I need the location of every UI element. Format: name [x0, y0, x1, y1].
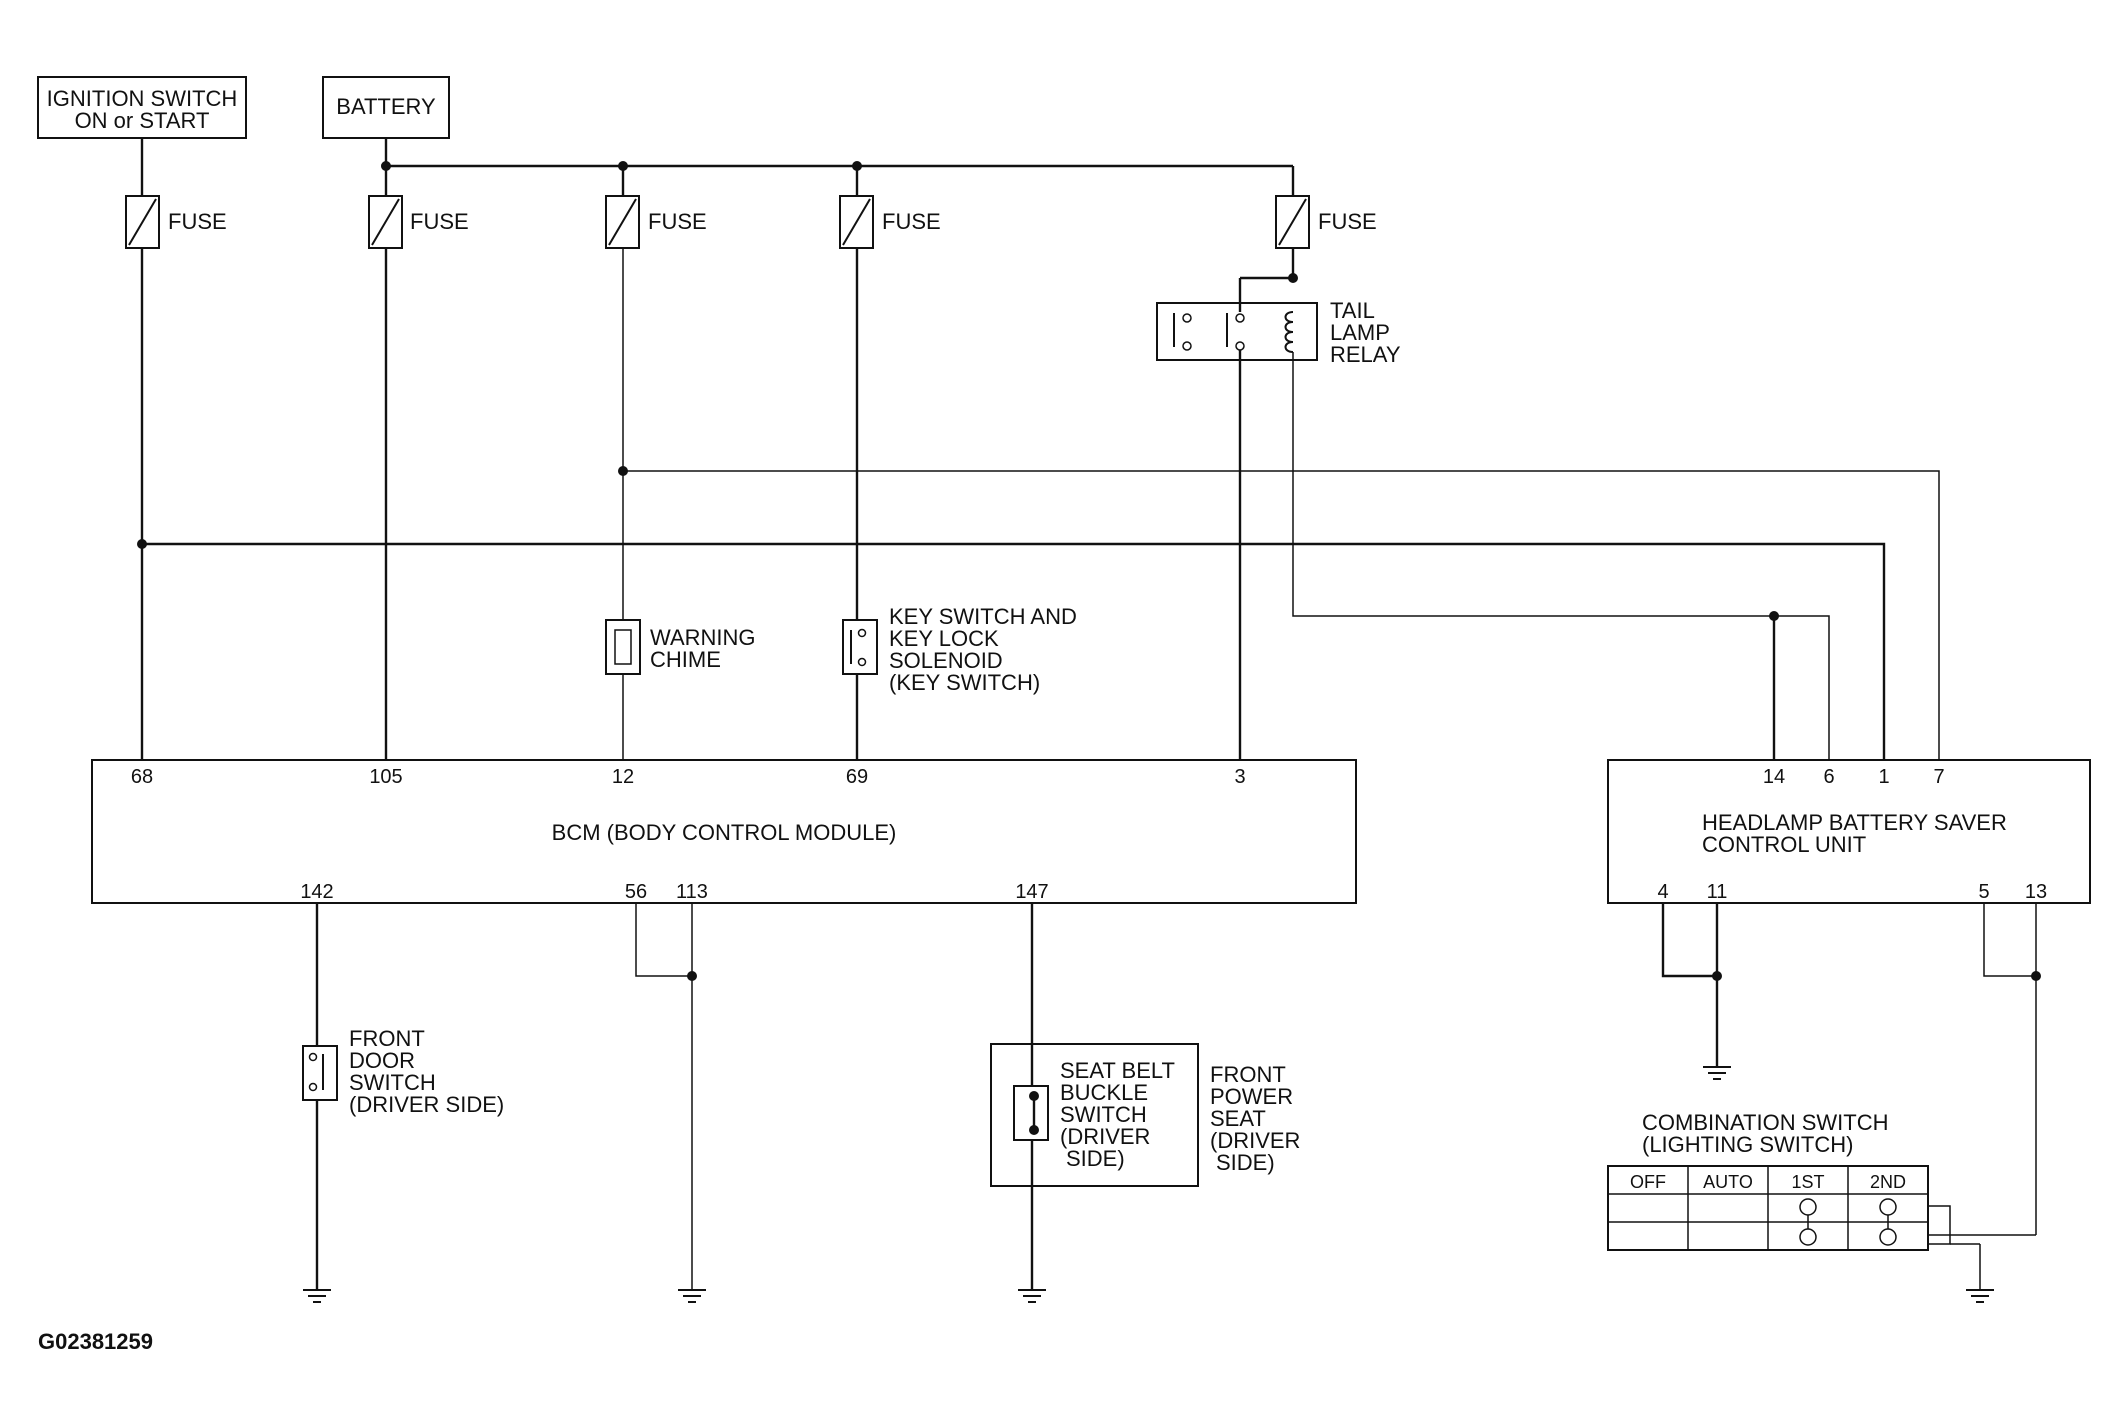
relay-label-2: LAMP	[1330, 320, 1390, 345]
relay-label-1: TAIL	[1330, 298, 1375, 323]
combination-col-2nd: 2ND	[1870, 1172, 1906, 1192]
fuse-label-tail-lamp: FUSE	[1318, 209, 1377, 234]
front-power-seat-label-1: FRONT	[1210, 1062, 1286, 1087]
warning-chime-label-2: CHIME	[650, 647, 721, 672]
front-power-seat-label-4: (DRIVER	[1210, 1128, 1300, 1153]
combination-switch-title-2: (LIGHTING SWITCH)	[1642, 1132, 1853, 1157]
hbs-pin-7: 7	[1933, 766, 1944, 788]
bcm-pin-68: 68	[131, 766, 153, 788]
bcm-pin-12: 12	[612, 766, 634, 788]
combination-col-off: OFF	[1630, 1172, 1666, 1192]
seat-belt-label-3: SWITCH	[1060, 1102, 1147, 1127]
ignition-switch-label-1: IGNITION SWITCH	[47, 86, 238, 111]
combination-switch: COMBINATION SWITCH (LIGHTING SWITCH) OFF…	[1607, 1110, 1929, 1251]
warning-chime: WARNING CHIME	[650, 625, 756, 672]
hbs-pin-4: 4	[1657, 881, 1668, 903]
front-power-seat-label-5: SIDE)	[1216, 1150, 1275, 1175]
bcm-pin-3: 3	[1234, 766, 1245, 788]
front-power-seat-label-3: SEAT	[1210, 1106, 1266, 1131]
bcm-title: BCM (BODY CONTROL MODULE)	[552, 820, 897, 845]
bcm-pin-105: 105	[369, 766, 402, 788]
fuse-12: FUSE	[605, 166, 707, 249]
bcm-pin-56: 56	[625, 881, 647, 903]
fuse-105: FUSE	[368, 166, 469, 249]
combination-col-1st: 1ST	[1791, 1172, 1824, 1192]
hbs-pin-14: 14	[1763, 766, 1785, 788]
key-switch-label-4: (KEY SWITCH)	[889, 670, 1040, 695]
battery-box: BATTERY	[322, 76, 450, 139]
front-door-switch-label-3: SWITCH	[349, 1070, 436, 1095]
figure-code: G02381259	[38, 1329, 153, 1354]
combination-switch-title-1: COMBINATION SWITCH	[1642, 1110, 1888, 1135]
fuse-tail-lamp: FUSE	[1275, 166, 1377, 249]
fuse-69: FUSE	[839, 166, 941, 249]
ignition-switch-label-2: ON or START	[75, 108, 210, 133]
ignition-wire	[137, 248, 1886, 760]
wire-relay-coil-hbs	[1292, 352, 1830, 760]
ignition-switch-box: IGNITION SWITCH ON or START	[37, 76, 247, 139]
key-switch: KEY SWITCH AND KEY LOCK SOLENOID (KEY SW…	[889, 604, 1077, 695]
tail-lamp-relay: TAIL LAMP RELAY	[1156, 248, 1401, 367]
hbs-pin-5: 5	[1978, 881, 1989, 903]
seat-belt-label-2: BUCKLE	[1060, 1080, 1148, 1105]
front-power-seat: FRONT POWER SEAT (DRIVER SIDE)	[1210, 1062, 1300, 1175]
hbs-pin-6: 6	[1823, 766, 1834, 788]
front-door-switch-label-2: DOOR	[349, 1048, 415, 1073]
key-switch-label-3: SOLENOID	[889, 648, 1003, 673]
seat-belt-label-1: SEAT BELT	[1060, 1058, 1175, 1083]
seat-belt-label-5: SIDE)	[1066, 1146, 1125, 1171]
ground-hbs-4-11	[1661, 903, 1731, 1080]
seat-belt-label-4: (DRIVER	[1060, 1124, 1150, 1149]
front-power-seat-label-2: POWER	[1210, 1084, 1293, 1109]
fuse-label-69: FUSE	[882, 209, 941, 234]
battery-bus	[381, 138, 1293, 171]
bcm-module: BCM (BODY CONTROL MODULE) 68 105 12 69 3…	[91, 759, 1357, 904]
wire-bcm-69	[842, 248, 878, 760]
hbs-pin-13: 13	[2025, 881, 2047, 903]
headlamp-battery-saver-unit: HEADLAMP BATTERY SAVER CONTROL UNIT 14 6…	[1607, 759, 2091, 904]
bcm-pin-142: 142	[300, 881, 333, 903]
hbs-title-1: HEADLAMP BATTERY SAVER	[1702, 810, 2007, 835]
fuse-label-ignition: FUSE	[168, 209, 227, 234]
wire-bcm-12	[605, 248, 1940, 760]
bcm-pin-147: 147	[1015, 881, 1048, 903]
hbs-pin-1: 1	[1878, 766, 1889, 788]
key-switch-label-2: KEY LOCK	[889, 626, 999, 651]
battery-label: BATTERY	[336, 94, 436, 119]
relay-label-3: RELAY	[1330, 342, 1401, 367]
key-switch-label-1: KEY SWITCH AND	[889, 604, 1077, 629]
seat-belt-buckle-switch: SEAT BELT BUCKLE SWITCH (DRIVER SIDE)	[990, 903, 1199, 1303]
ground-bcm-56-113	[635, 903, 706, 1303]
hbs-title-2: CONTROL UNIT	[1702, 832, 1866, 857]
front-door-switch-label-4: (DRIVER SIDE)	[349, 1092, 504, 1117]
warning-chime-label-1: WARNING	[650, 625, 756, 650]
fuse-label-12: FUSE	[648, 209, 707, 234]
bcm-pin-69: 69	[846, 766, 868, 788]
fuse-ignition: FUSE	[125, 138, 227, 249]
fuse-label-105: FUSE	[410, 209, 469, 234]
hbs-pin-11: 11	[1707, 881, 1728, 903]
front-door-switch-label-1: FRONT	[349, 1026, 425, 1051]
front-door-switch: FRONT DOOR SWITCH (DRIVER SIDE)	[302, 903, 504, 1303]
wire-hbs-5-13	[1927, 903, 2041, 1303]
bcm-pin-113: 113	[676, 881, 708, 903]
combination-col-auto: AUTO	[1703, 1172, 1753, 1192]
